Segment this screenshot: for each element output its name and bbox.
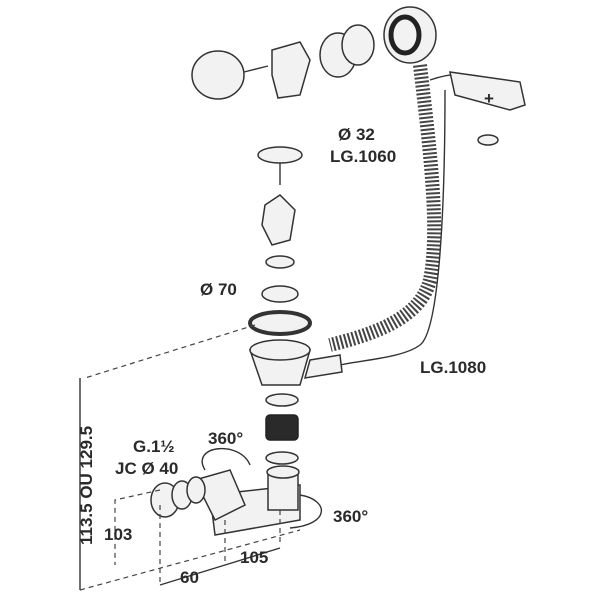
rotation-top-label: 360° [208,429,243,448]
dim-60-label: 60 [180,568,199,587]
overflow-ring [319,24,375,78]
spring [265,255,295,269]
plug-mechanism [261,194,296,246]
rotation-arrow-top [201,447,251,471]
cable-length-label: LG.1080 [420,358,486,377]
plus-label: + [484,89,494,108]
outlet-connector [150,476,206,518]
dim-103-label: 103 [104,525,132,544]
drain-plug [257,146,303,164]
dim-105-label: 105 [240,548,268,567]
hose-length-label: LG.1060 [330,147,396,166]
height-range-label: 113.5 OU 129.5 [77,426,96,545]
dimension-lines [79,324,301,591]
hose-diameter-label: Ø 32 [338,125,375,144]
outlet-diameter-label: JC Ø 40 [115,459,178,478]
bottle-trap [193,465,301,536]
drain-strainer [261,285,299,303]
control-handle [449,71,526,111]
seal-ring [477,134,499,146]
control-cable [329,73,501,369]
flexible-hose [328,64,442,352]
overflow-bracket [271,41,311,99]
overflow-body [383,6,437,64]
thread-size-label: G.1½ [133,437,175,456]
rotation-arrow-bottom [289,494,322,529]
rotation-bottom-label: 360° [333,507,368,526]
washer [265,393,299,407]
drain-diameter-label: Ø 70 [200,280,237,299]
washer-lower [265,451,299,465]
drain-gasket [248,310,312,336]
nut [265,414,299,441]
overflow-cap [191,50,269,100]
